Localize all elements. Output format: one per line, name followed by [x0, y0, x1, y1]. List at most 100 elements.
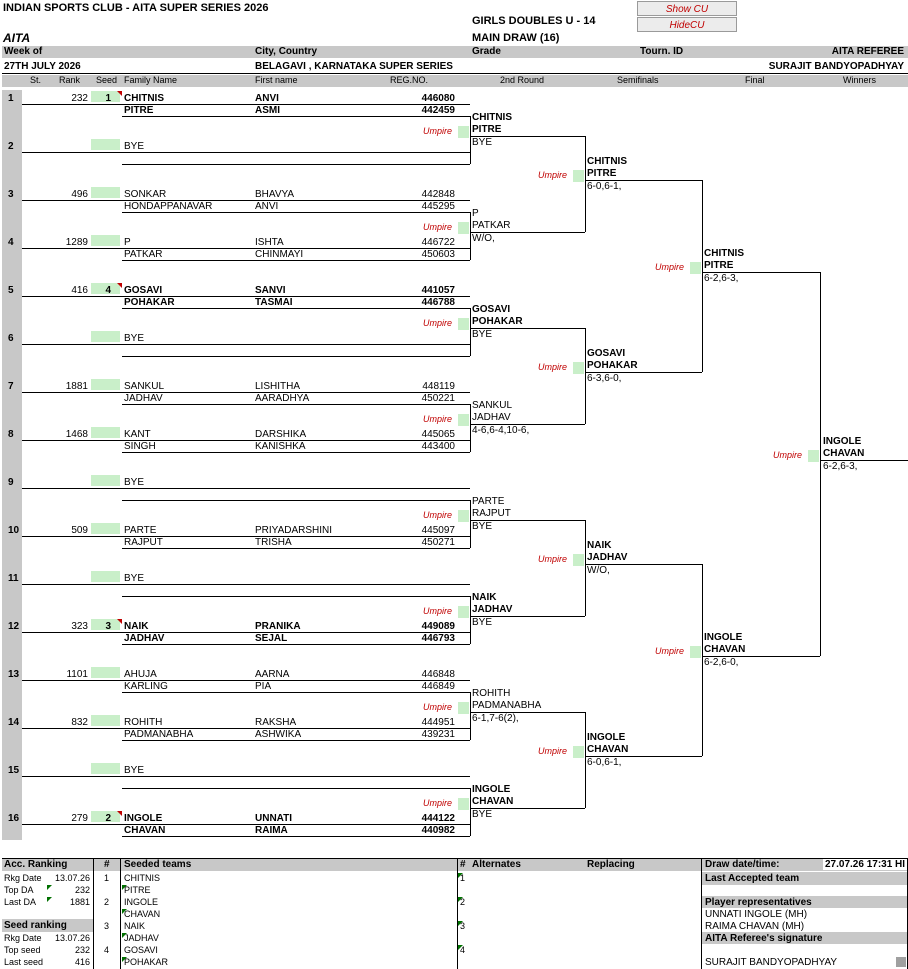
player1-first: UNNATI — [255, 813, 293, 824]
r2-line — [470, 616, 585, 617]
alternate-marker — [458, 945, 463, 950]
umpire-label[interactable]: Umpire — [423, 798, 453, 808]
player2-family: PATKAR — [124, 249, 163, 260]
ref-sig-box[interactable] — [896, 957, 906, 967]
footer-top-line — [2, 858, 908, 859]
final-score: 6-2,6-3, — [704, 273, 739, 284]
draw-title: MAIN DRAW (16) — [472, 32, 560, 44]
seed-marker — [117, 811, 122, 816]
player2-family: POHAKAR — [124, 297, 175, 308]
player1-family: BYE — [124, 573, 145, 584]
player1-first: PRANIKA — [255, 621, 301, 632]
umpire-cell — [690, 262, 701, 274]
sf-team-1: CHITNIS — [587, 156, 627, 167]
bracket-line — [470, 596, 471, 644]
alt-hash-label: # — [460, 859, 466, 870]
umpire-label[interactable]: Umpire — [423, 318, 453, 328]
seed-cell — [91, 235, 120, 246]
replacing-label: Replacing — [587, 859, 635, 870]
r2-team-2: CHAVAN — [472, 796, 514, 807]
umpire-label[interactable]: Umpire — [423, 414, 453, 424]
umpire-label[interactable]: Umpire — [538, 554, 568, 564]
player2-reg: 450271 — [421, 537, 455, 548]
player1-family: SONKAR — [124, 189, 167, 200]
row-line — [22, 776, 470, 777]
row-line — [22, 680, 470, 681]
player1-first: AARNA — [255, 669, 290, 680]
umpire-label[interactable]: Umpire — [423, 702, 453, 712]
player-reps-label: Player representatives — [705, 897, 812, 908]
player1-reg: 445097 — [421, 525, 455, 536]
info-divider — [2, 73, 908, 74]
umpire-cell — [458, 702, 469, 714]
umpire-label[interactable]: Umpire — [655, 646, 685, 656]
hide-cu-button[interactable]: HideCU — [637, 17, 737, 32]
seed-marker — [117, 91, 122, 96]
umpire-cell — [690, 646, 701, 658]
player2-reg: 446788 — [421, 297, 455, 308]
row-line — [122, 644, 470, 645]
entry-position: 9 — [8, 477, 14, 488]
player2-first: TASMAI — [255, 297, 293, 308]
winner-team-2: CHAVAN — [823, 448, 865, 459]
umpire-label[interactable]: Umpire — [423, 126, 453, 136]
umpire-label[interactable]: Umpire — [538, 362, 568, 372]
r2-team-1: GOSAVI — [472, 304, 511, 315]
final-score: 6-2,6-0, — [704, 657, 739, 668]
player1-family: CHITNIS — [124, 93, 164, 104]
entry-seed: 2 — [105, 813, 111, 824]
seed-cell — [91, 187, 120, 198]
umpire-cell — [458, 126, 469, 138]
seed-team-b: JADHAV — [124, 933, 159, 943]
info-label-bar — [2, 46, 908, 58]
r2-line — [470, 808, 585, 809]
umpire-label[interactable]: Umpire — [655, 262, 685, 272]
acc-row-value: 1881 — [69, 897, 90, 907]
player2-family: SINGH — [124, 441, 156, 452]
seed-marker — [117, 619, 122, 624]
entry-position: 13 — [8, 669, 20, 680]
player2-first: PIA — [255, 681, 272, 692]
club-title: INDIAN SPORTS CLUB - AITA SUPER SERIES 2… — [3, 2, 269, 14]
sf-team-1: GOSAVI — [587, 348, 626, 359]
seed-marker — [117, 283, 122, 288]
r2-team-1: P — [472, 208, 479, 219]
r2-team-2: POHAKAR — [472, 316, 523, 327]
umpire-label[interactable]: Umpire — [423, 222, 453, 232]
umpire-label[interactable]: Umpire — [423, 510, 453, 520]
final-line — [702, 656, 820, 657]
seed-cell — [91, 283, 120, 294]
seed-row-value: 416 — [74, 957, 90, 967]
r2-score: W/O, — [472, 233, 495, 244]
sf-team-2: PITRE — [587, 168, 617, 179]
r2-line — [470, 520, 585, 521]
row-line — [22, 632, 470, 633]
seed-cell — [91, 91, 120, 102]
seed-cell — [91, 331, 120, 342]
player1-family: NAIK — [124, 621, 149, 632]
player-reps-bar — [702, 896, 907, 908]
footer-divider-1 — [93, 859, 94, 969]
umpire-label[interactable]: Umpire — [423, 606, 453, 616]
acc-row-label: Last DA — [4, 897, 37, 907]
row-line — [122, 500, 470, 501]
umpire-label[interactable]: Umpire — [538, 746, 568, 756]
umpire-label[interactable]: Umpire — [773, 450, 803, 460]
row-line — [122, 308, 470, 309]
col-final: Final — [745, 75, 765, 85]
r2-line — [470, 712, 585, 713]
player1-family: SANKUL — [124, 381, 165, 392]
entry-rank: 832 — [71, 717, 88, 728]
sf-team-1: INGOLE — [587, 732, 626, 743]
umpire-label[interactable]: Umpire — [538, 170, 568, 180]
alternate-marker — [458, 873, 463, 878]
row-line — [22, 536, 470, 537]
seed-cell — [91, 667, 120, 678]
player1-first: SANVI — [255, 285, 286, 296]
bracket-line — [820, 272, 821, 656]
sf-line — [585, 180, 702, 181]
show-cu-button[interactable]: Show CU — [637, 1, 737, 16]
final-line — [702, 272, 820, 273]
entry-seed: 4 — [105, 285, 111, 296]
col-reg: REG.NO. — [390, 75, 429, 85]
